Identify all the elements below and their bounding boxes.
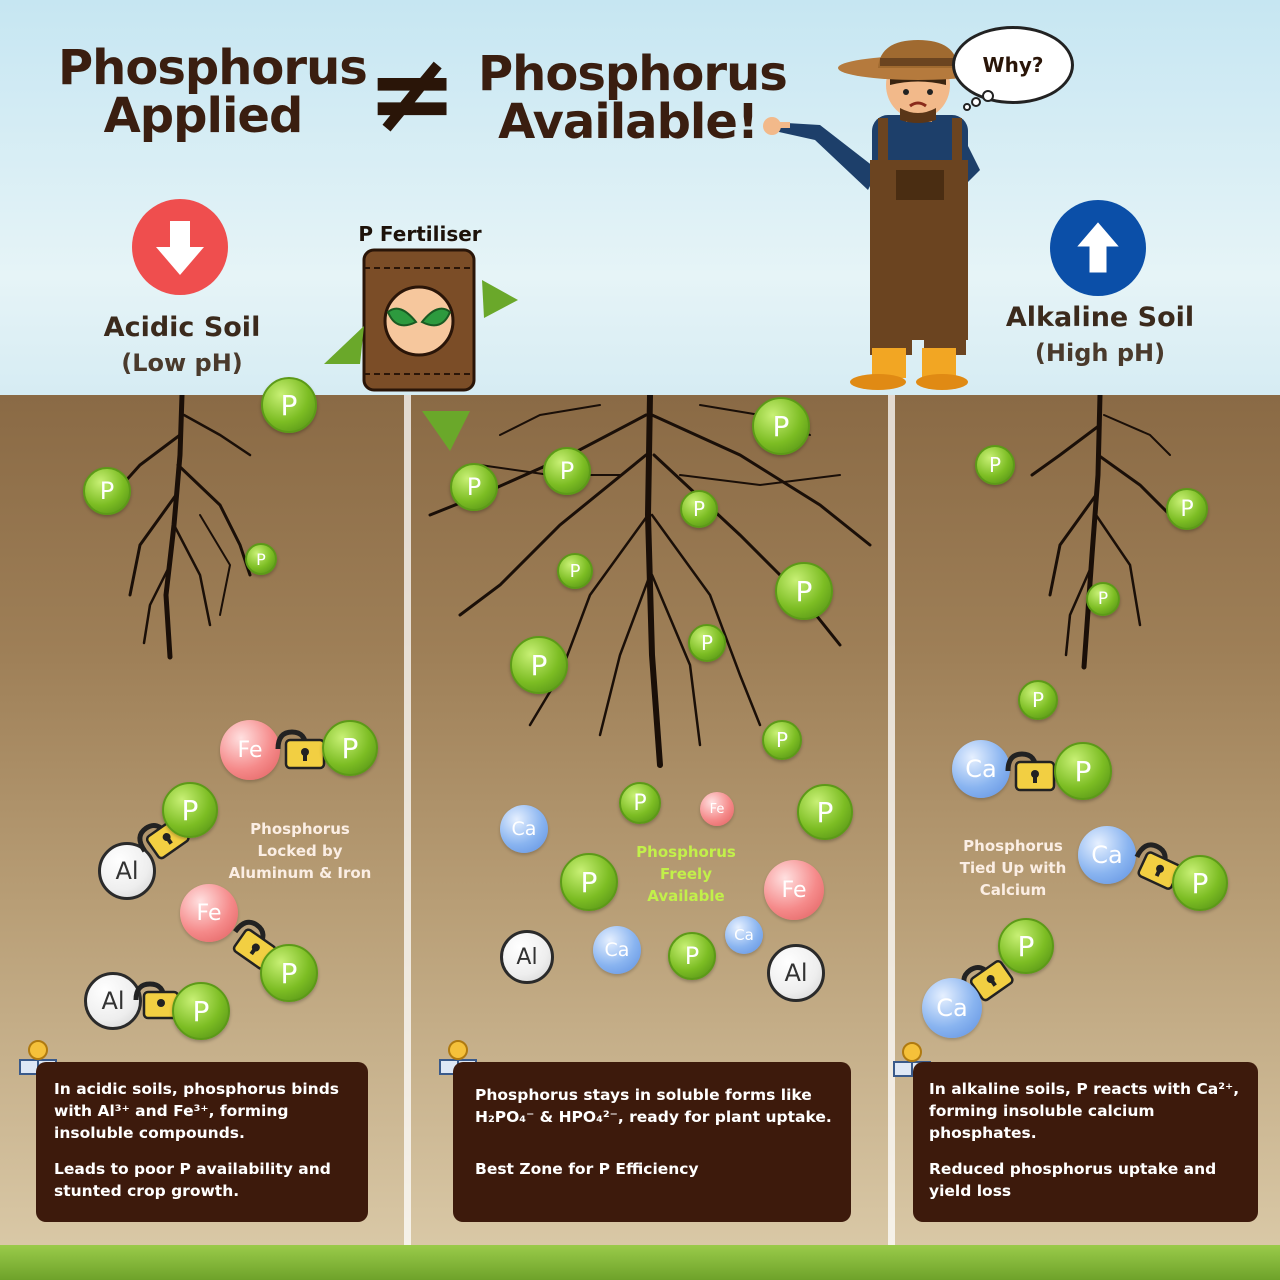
phosphorus-atom: P	[1172, 855, 1228, 911]
phosphorus-atom: P	[762, 720, 802, 760]
title-applied: Phosphorus Applied	[58, 40, 368, 144]
arrow-to-alkaline-icon	[482, 280, 518, 318]
alkaline-soil-label: Alkaline Soil (High pH)	[1005, 302, 1195, 367]
grass-strip	[0, 1245, 1280, 1280]
phosphorus-atom: P	[680, 490, 718, 528]
aluminum-atom: Al	[500, 930, 554, 984]
roots-neutral	[428, 395, 872, 768]
phosphorus-atom: P	[1166, 488, 1208, 530]
phosphorus-atom: P	[775, 562, 833, 620]
phosphorus-atom: P	[1086, 582, 1120, 616]
phosphorus-atom: P	[975, 445, 1015, 485]
iron-atom: Fe	[220, 720, 280, 780]
roots-alkaline	[1030, 395, 1172, 670]
section-divider-right	[888, 395, 895, 1245]
phosphorus-atom: P	[510, 636, 568, 694]
phosphorus-atom: P	[619, 782, 661, 824]
arrow-to-soil-icon	[422, 411, 470, 451]
acidic-info-box: In acidic soils, phosphorus binds with A…	[36, 1062, 368, 1222]
phosphorus-atom: P	[668, 932, 716, 980]
phosphorus-atom: P	[261, 377, 317, 433]
arrow-to-acidic-icon	[324, 326, 364, 364]
phosphorus-atom: P	[322, 720, 378, 776]
iron-atom: Fe	[764, 860, 824, 920]
aluminum-atom: Al	[84, 972, 142, 1030]
lock-icon	[275, 729, 326, 770]
fertiliser-label: P Fertiliser	[358, 222, 482, 246]
not-equal-symbol: ≠	[366, 29, 459, 157]
iron-atom: Fe	[180, 884, 238, 942]
farmer-illustration	[763, 40, 990, 390]
arrow-down-icon	[132, 199, 228, 295]
phosphorus-atom: P	[543, 447, 591, 495]
aluminum-atom: Al	[767, 944, 825, 1002]
lock-icon	[1005, 751, 1056, 792]
phosphorus-atom: P	[1018, 680, 1058, 720]
phosphorus-atom: P	[797, 784, 853, 840]
acidic-note: Phosphorus Locked by Aluminum & Iron	[228, 820, 372, 882]
calcium-atom: Ca	[500, 805, 548, 853]
phosphorus-atom: P	[688, 624, 726, 662]
phosphorus-atom: P	[245, 543, 277, 575]
speech-bubble: Why?	[952, 26, 1074, 104]
phosphorus-atom: P	[557, 553, 593, 589]
calcium-atom: Ca	[922, 978, 982, 1038]
phosphorus-atom: P	[998, 918, 1054, 974]
roots-acidic	[120, 395, 252, 660]
calcium-atom: Ca	[725, 916, 763, 954]
title-available: Phosphorus Available!	[478, 46, 788, 150]
phosphorus-atom: P	[752, 397, 810, 455]
calcium-atom: Ca	[952, 740, 1010, 798]
alkaline-note: Phosphorus Tied Up with Calcium	[959, 837, 1067, 899]
phosphorus-atom: P	[1054, 742, 1112, 800]
calcium-atom: Ca	[1078, 826, 1136, 884]
phosphorus-atom: P	[83, 467, 131, 515]
calcium-atom: Ca	[593, 926, 641, 974]
phosphorus-atom: P	[162, 782, 218, 838]
phosphorus-atom: P	[172, 982, 230, 1040]
fertiliser-bag-icon	[362, 248, 476, 392]
neutral-note: Phosphorus Freely Available	[636, 843, 736, 905]
iron-atom: Fe	[700, 792, 734, 826]
aluminum-atom: Al	[98, 842, 156, 900]
phosphorus-atom: P	[450, 463, 498, 511]
section-divider-left	[404, 395, 411, 1245]
thought-dots	[963, 90, 994, 111]
alkaline-info-box: In alkaline soils, P reacts with Ca²⁺, f…	[913, 1062, 1258, 1222]
arrow-up-icon	[1050, 200, 1146, 296]
neutral-info-box: Phosphorus stays in soluble forms like H…	[453, 1062, 851, 1222]
acidic-soil-label: Acidic Soil (Low pH)	[103, 312, 261, 377]
phosphorus-atom: P	[560, 853, 618, 911]
phosphorus-atom: P	[260, 944, 318, 1002]
